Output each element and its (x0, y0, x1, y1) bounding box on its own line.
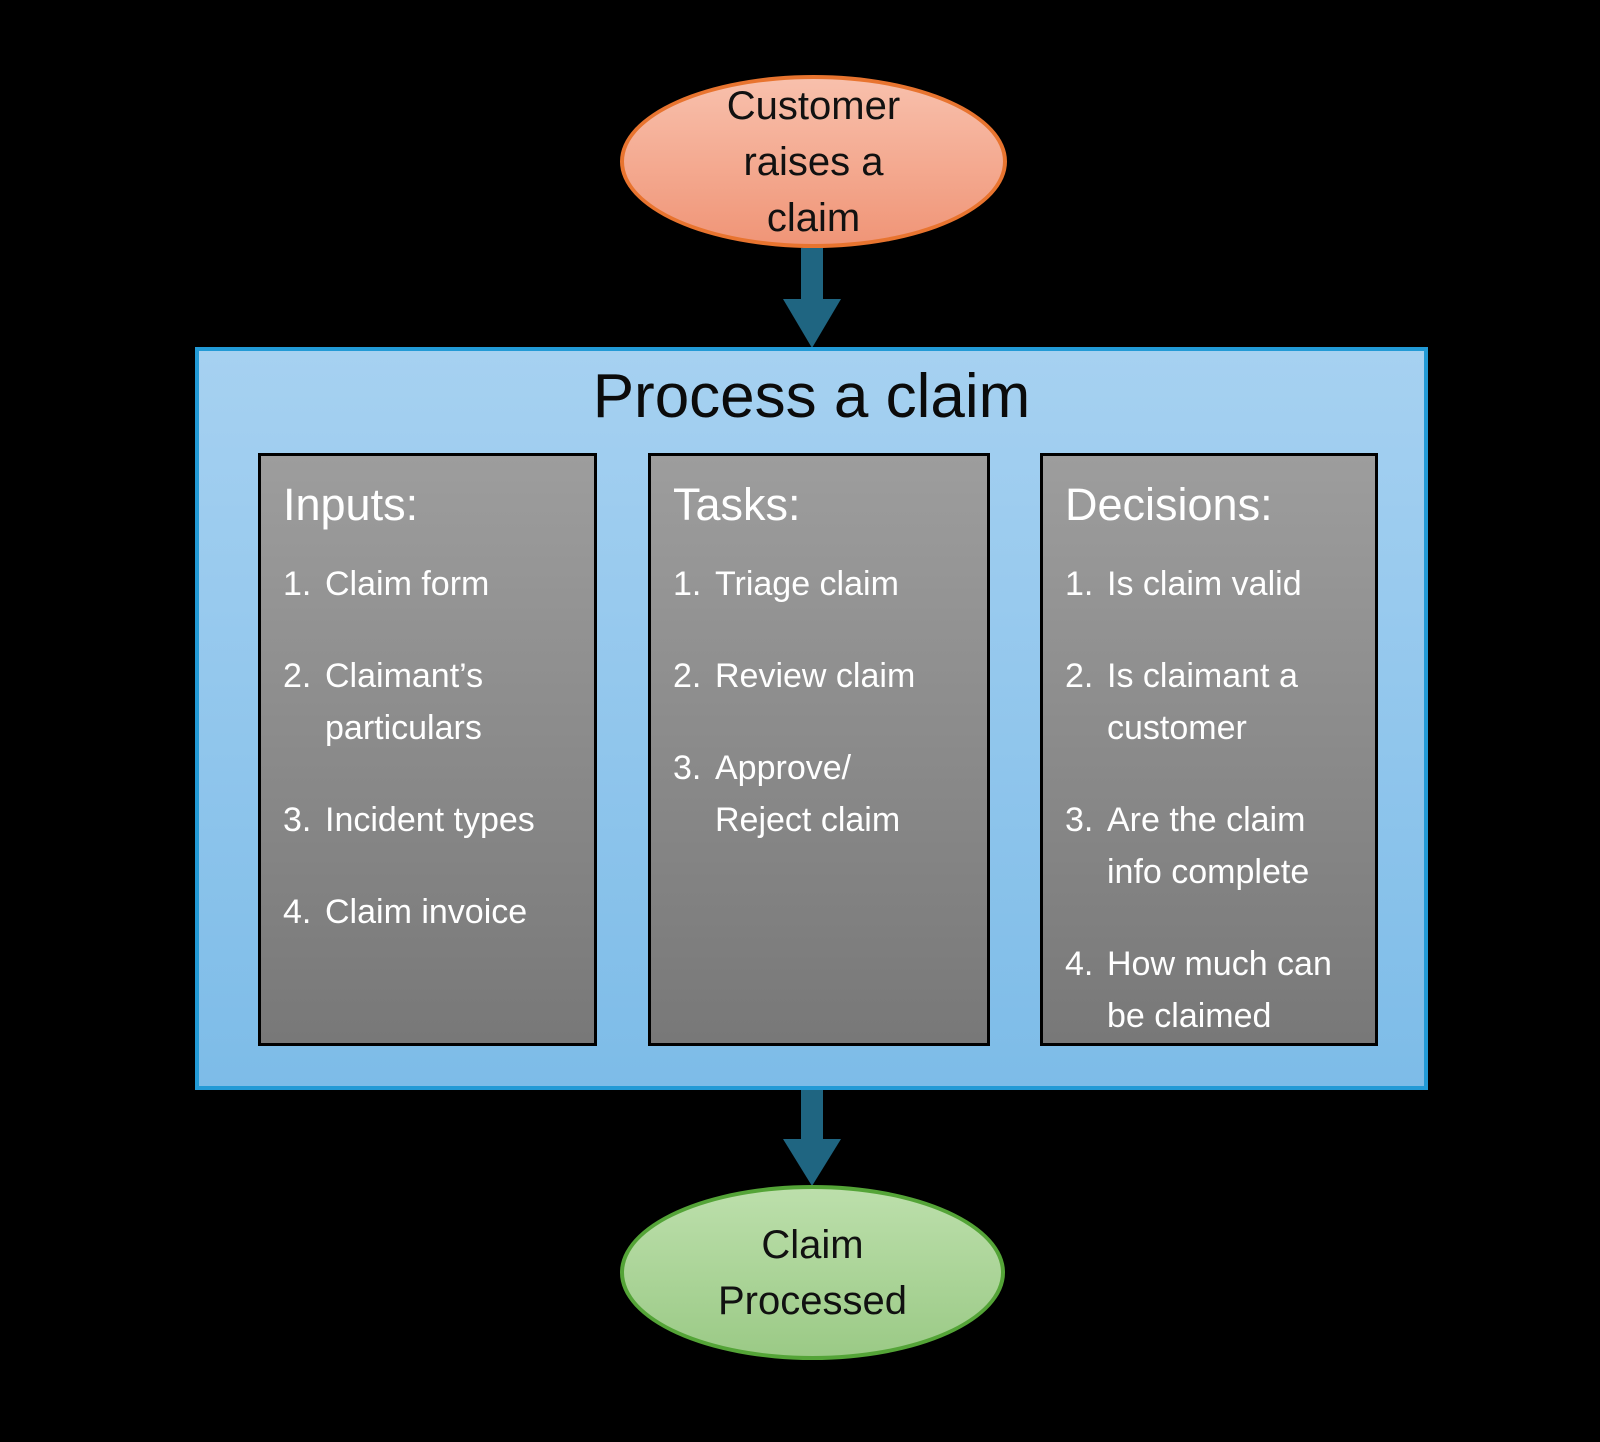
start-node-label: Customer raises a claim (726, 83, 901, 240)
item-text: Claim form (325, 565, 490, 603)
process-title: Process a claim (592, 362, 1031, 431)
column-inputs-header: Inputs: (283, 479, 419, 530)
item-text: How much can be claimed (1107, 945, 1332, 1035)
item-number: 3. (283, 801, 312, 839)
item-number: 2. (283, 657, 312, 695)
item-text: Review claim (715, 657, 916, 695)
list-item: 2. Review claim (673, 650, 973, 702)
item-number: 4. (1065, 945, 1094, 983)
column-tasks-header: Tasks: (673, 479, 801, 530)
item-text: Claimant’s particulars (325, 657, 484, 747)
start-node-ellipse: Customer raises a claim (620, 75, 1007, 248)
end-node-label: Claim Processed (718, 1222, 907, 1323)
item-number: 3. (1065, 801, 1094, 839)
item-number: 2. (673, 657, 702, 695)
column-inputs: Inputs: 1. Claim form 2. Claimant’s part… (258, 453, 597, 1046)
item-text: Is claim valid (1107, 565, 1302, 603)
item-number: 4. (283, 893, 312, 931)
list-item: 1. Is claim valid (1065, 558, 1361, 610)
item-text: Approve/ Reject claim (715, 749, 901, 839)
item-number: 1. (673, 565, 702, 603)
column-decisions: Decisions: 1. Is claim valid 2. Is claim… (1040, 453, 1378, 1046)
list-item: 1. Triage claim (673, 558, 973, 610)
list-item: 3. Incident types (283, 794, 580, 846)
item-text: Triage claim (715, 565, 899, 603)
column-decisions-header: Decisions: (1065, 479, 1273, 530)
arrow-down-icon (783, 248, 841, 348)
item-number: 1. (283, 565, 312, 603)
list-item: 4. Claim invoice (283, 886, 580, 938)
item-number: 3. (673, 749, 702, 787)
end-node-ellipse: Claim Processed (620, 1185, 1005, 1360)
list-item: 4. How much can be claimed (1065, 938, 1361, 1042)
item-number: 2. (1065, 657, 1094, 695)
item-text: Are the claim info complete (1107, 801, 1310, 891)
list-item: 3. Are the claim info complete (1065, 794, 1361, 898)
arrow-down-icon (783, 1090, 841, 1186)
item-text: Is claimant a customer (1107, 657, 1298, 747)
column-tasks: Tasks: 1. Triage claim 2. Review claim 3… (648, 453, 990, 1046)
item-number: 1. (1065, 565, 1094, 603)
list-item: 3. Approve/ Reject claim (673, 742, 973, 846)
list-item: 2. Claimant’s particulars (283, 650, 580, 754)
item-text: Incident types (325, 801, 535, 839)
list-item: 1. Claim form (283, 558, 580, 610)
list-item: 2. Is claimant a customer (1065, 650, 1361, 754)
item-text: Claim invoice (325, 893, 528, 931)
